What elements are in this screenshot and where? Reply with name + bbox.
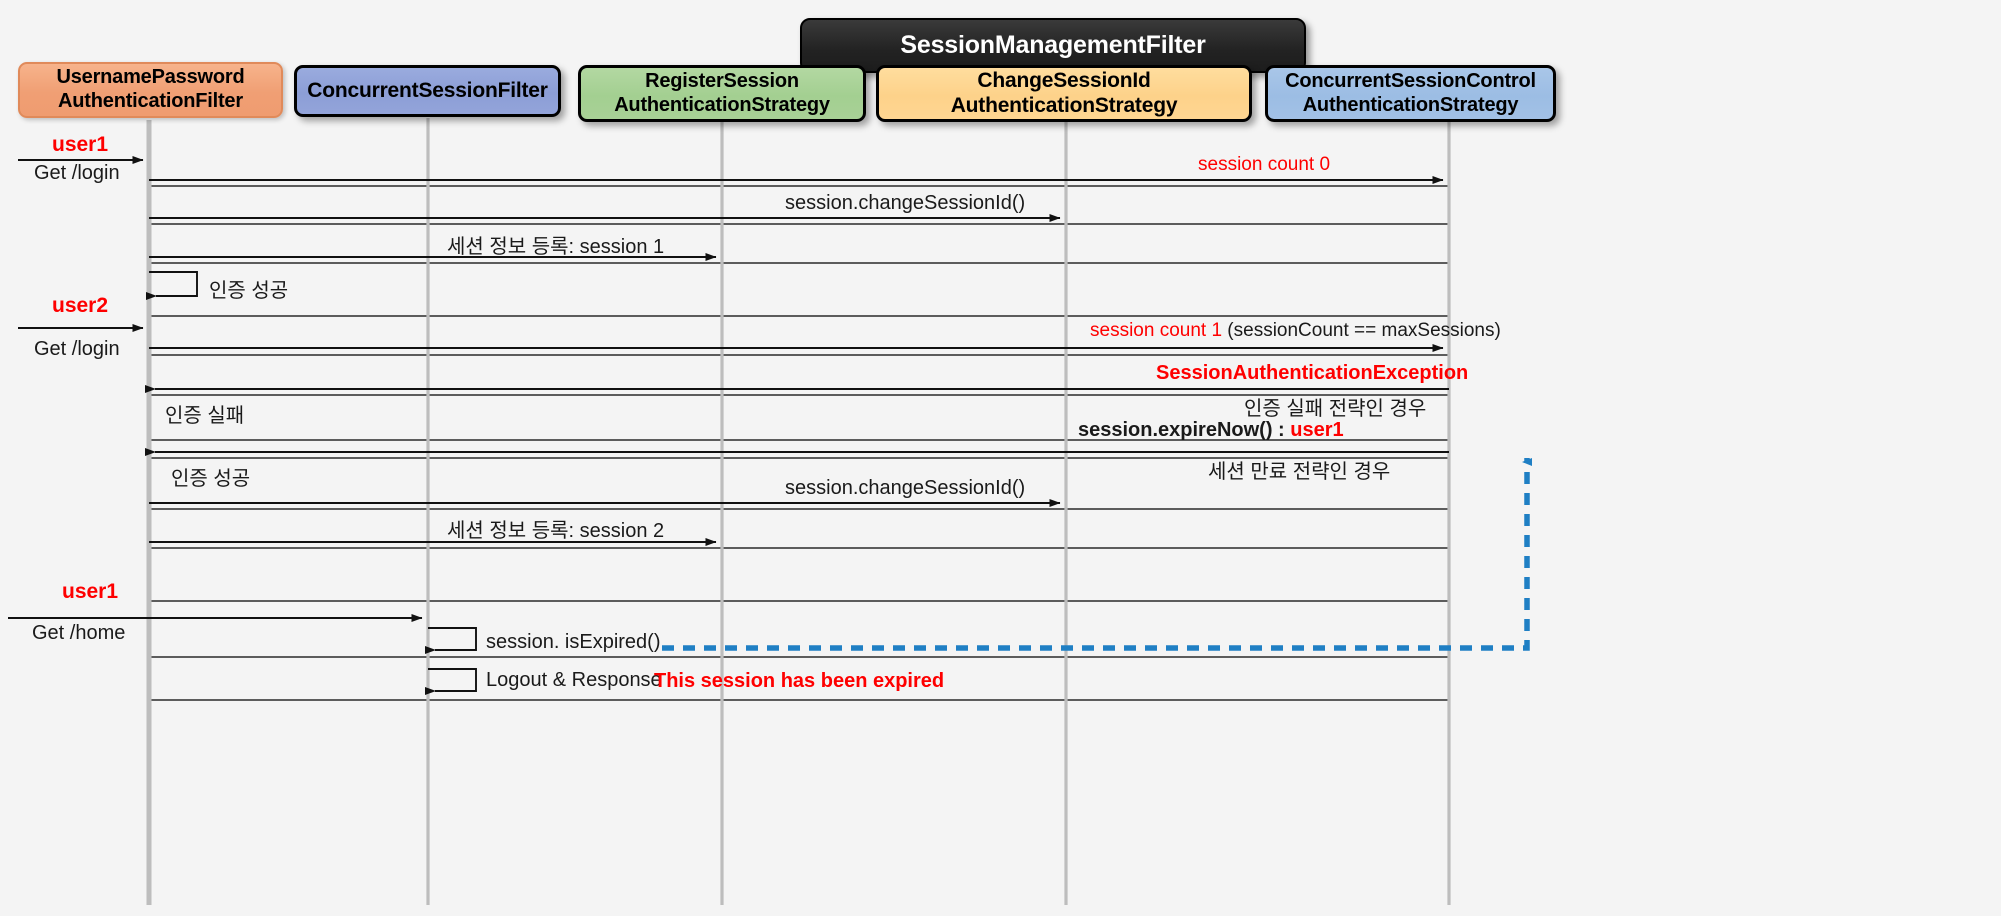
message-label-session-expired-notice: This session has been expired [654,670,945,692]
participant-label-line2: AuthenticationStrategy [1302,93,1519,116]
annotation-session-expire-strategy: 세션 만료 전략인 경우 [1208,461,1391,483]
participant-label-line1: ConcurrentSessionControl [1285,69,1536,92]
actor-label-user2-login: user2 [52,294,109,317]
participant-register-session-authentication-strategy[interactable]: RegisterSession AuthenticationStrategy [578,65,866,122]
separator-lines [149,185,1449,701]
self-call-logout-response [425,668,477,695]
participant-label-line2: AuthenticationStrategy [614,93,830,116]
participant-label-line2: AuthenticationStrategy [950,93,1178,117]
actor-request-get-login-1: Get /login [34,162,120,184]
message-label-change-session-id-2: session.changeSessionId() [785,477,1026,499]
message-label-auth-success-2: 인증 성공 [171,468,251,490]
participant-label-line2: AuthenticationFilter [58,90,243,112]
actor-label-user1-home: user1 [62,580,119,603]
actor-request-get-home: Get /home [32,622,126,644]
message-label-session-count-1: session count 1 (sessionCount == maxSess… [1090,320,1501,342]
message-label-session-count-0: session count 0 [1198,154,1331,175]
message-label-register-session-1: 세션 정보 등록: session 1 [447,236,665,258]
message-label-is-expired: session. isExpired() [486,631,661,653]
message-arrows [145,176,1449,546]
actor-label-user1-login: user1 [52,133,109,156]
participant-concurrent-session-control-authentication-strategy[interactable]: ConcurrentSessionControl AuthenticationS… [1265,65,1556,122]
lifelines-thin [426,118,1451,905]
annotation-session-expire-now-user: user1 [1290,419,1344,441]
message-label-auth-success-1: 인증 성공 [209,280,289,302]
annotation-auth-failure-strategy: 인증 실패 전략인 경우 [1244,398,1427,420]
self-call-is-expired [425,627,477,654]
self-call-loops [146,271,477,695]
participant-label-line1: ConcurrentSessionFilter [307,78,548,102]
self-call-auth-success-1 [146,271,198,300]
message-label-session-count-1-suffix: (sessionCount == maxSessions) [1222,320,1501,341]
participant-label-line1: UsernamePassword [56,66,245,89]
participant-concurrent-session-filter[interactable]: ConcurrentSessionFilter [294,65,561,117]
group-box-label: SessionManagementFilter [900,30,1206,59]
annotation-session-expire-now-call: session.expireNow() : [1078,419,1291,441]
message-label-register-session-2: 세션 정보 등록: session 2 [447,520,665,542]
message-label-auth-failure: 인증 실패 [165,405,245,427]
actor-request-get-login-2: Get /login [34,338,120,360]
message-label-logout-response: Logout & Response [486,669,662,691]
participant-change-session-id-authentication-strategy[interactable]: ChangeSessionId AuthenticationStrategy [876,65,1252,122]
message-label-change-session-id-1: session.changeSessionId() [785,192,1026,214]
message-label-session-count-1-prefix: session count 1 [1090,320,1223,341]
message-label-session-authentication-exception: SessionAuthenticationException [1156,362,1469,384]
actor-arrows [8,156,423,622]
expire-flow-dashed-arrow [662,458,1532,651]
participant-label-line1: ChangeSessionId [977,68,1151,92]
participant-label-line1: RegisterSession [645,69,799,92]
annotation-session-expire-now: session.expireNow() : user1 [1078,419,1344,442]
participant-username-password-authentication-filter[interactable]: UsernamePassword AuthenticationFilter [18,62,283,118]
